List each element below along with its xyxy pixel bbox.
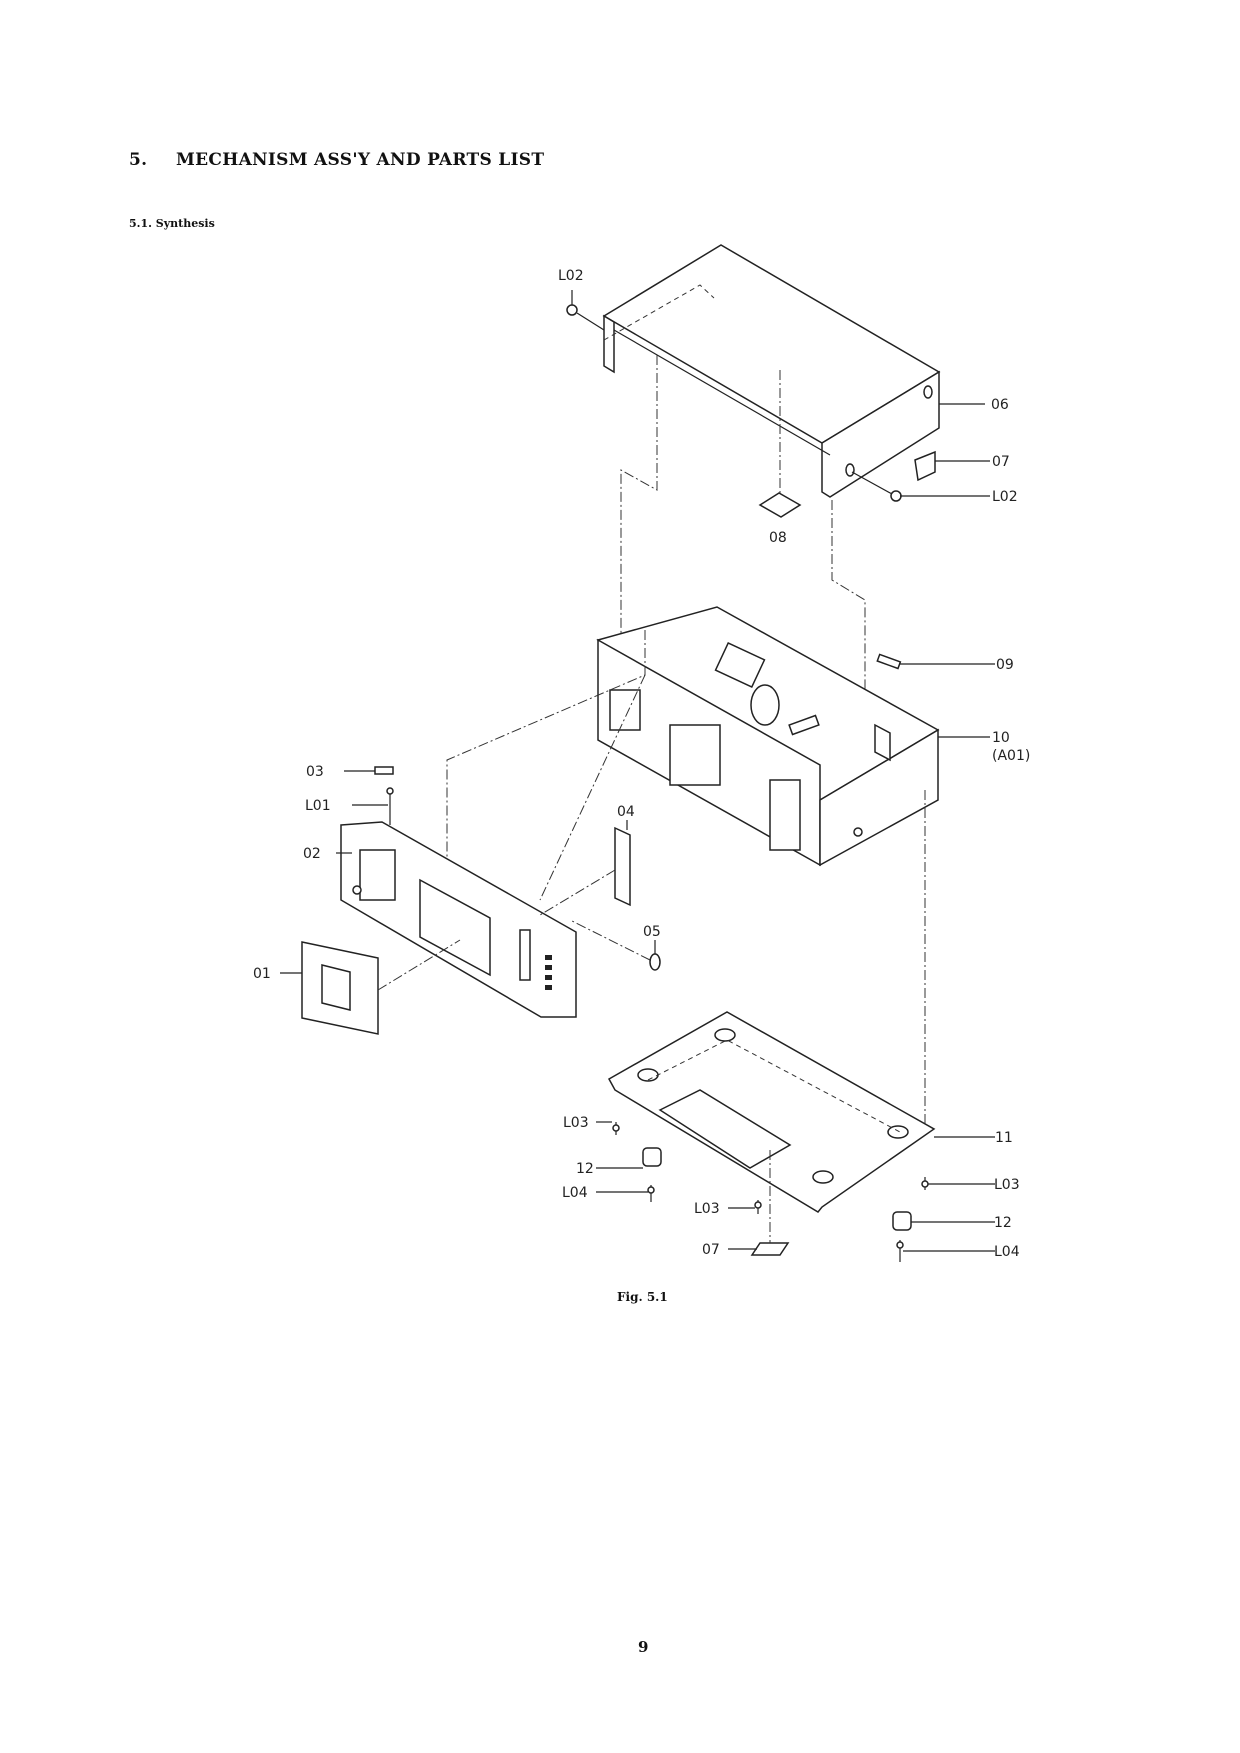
label-07-bottom: 07 xyxy=(702,1242,720,1258)
page-number: 9 xyxy=(638,1638,649,1656)
foot-12-right xyxy=(892,1211,912,1231)
part-04 xyxy=(614,826,631,907)
subsection-title: 5.1. Synthesis xyxy=(129,217,215,230)
label-11: 11 xyxy=(995,1130,1013,1146)
label-09: 09 xyxy=(996,657,1014,673)
part-05 xyxy=(649,953,661,971)
label-03: 03 xyxy=(306,764,324,780)
figure-caption: Fig. 5.1 xyxy=(617,1290,668,1304)
label-l02-right: L02 xyxy=(992,489,1018,505)
bottom-plate-part-11 xyxy=(607,1011,936,1213)
label-l03-right: L03 xyxy=(994,1177,1020,1193)
section-number: 5. xyxy=(129,150,148,170)
part-03 xyxy=(374,766,394,775)
label-08: 08 xyxy=(769,530,787,546)
label-10-sub: (A01) xyxy=(992,748,1030,764)
screw-l02-top xyxy=(566,304,578,316)
chassis-part-10 xyxy=(596,606,940,867)
label-part-07 xyxy=(914,450,936,482)
label-07-bottom xyxy=(750,1242,790,1256)
label-05: 05 xyxy=(643,924,661,940)
label-10: 10 xyxy=(992,730,1010,746)
label-01: 01 xyxy=(253,966,271,982)
section-title-text: MECHANISM ASS'Y AND PARTS LIST xyxy=(176,150,545,170)
label-02: 02 xyxy=(303,846,321,862)
part-08 xyxy=(758,492,802,518)
foot-12-left xyxy=(642,1147,662,1167)
top-cover-part-06 xyxy=(602,244,941,498)
label-04: 04 xyxy=(617,804,635,820)
label-l03-left: L03 xyxy=(563,1115,589,1131)
label-07-top: 07 xyxy=(992,454,1010,470)
screw-l02-right xyxy=(890,490,902,502)
label-12-right: 12 xyxy=(994,1215,1012,1231)
label-06: 06 xyxy=(991,397,1009,413)
section-title: 5. MECHANISM ASS'Y AND PARTS LIST xyxy=(129,150,544,170)
label-l01: L01 xyxy=(305,798,331,814)
label-l02-top: L02 xyxy=(558,268,584,284)
part-09 xyxy=(876,653,902,670)
label-l04-right: L04 xyxy=(994,1244,1020,1260)
label-l03-mid: L03 xyxy=(694,1201,720,1217)
label-12-left: 12 xyxy=(576,1161,594,1177)
front-panel-part-02 xyxy=(340,821,577,1018)
label-l04-left: L04 xyxy=(562,1185,588,1201)
